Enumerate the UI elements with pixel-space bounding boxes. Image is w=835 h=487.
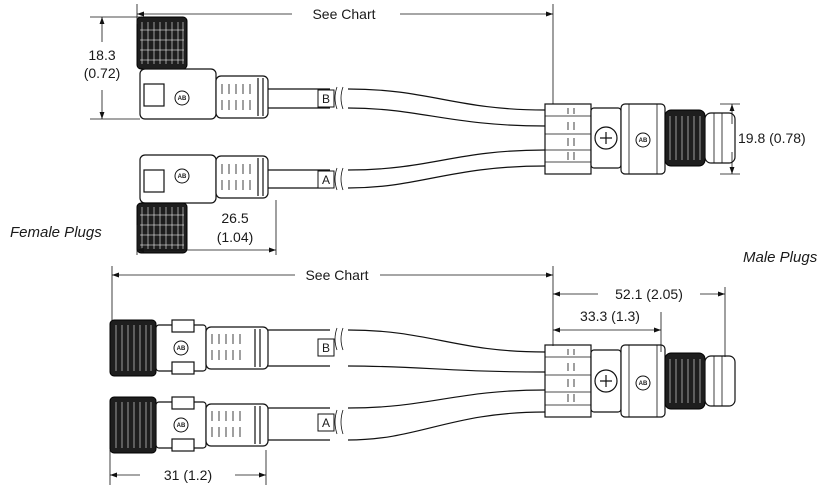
knurled-nut [109,319,157,377]
female-depth-mm-label: 26.5 [221,210,248,226]
dimension-lines [90,4,740,485]
knurled-nut [109,396,157,454]
top-cables [268,86,546,191]
logo-text: AB [639,138,648,144]
logo-text: AB [177,423,186,429]
strain-relief [215,75,269,119]
logo-text: AB [178,174,187,180]
strain-relief [215,155,269,199]
female-straight-plug-a: AB [109,396,269,454]
logo-icon [635,375,651,391]
male-pin-end [704,112,736,164]
see-chart-top-label: See Chart [312,6,375,22]
top-assembly: B A AB AB [136,16,736,254]
male-knurled-nut [664,352,706,410]
female-height-mm-label: 18.3 [88,47,115,63]
female-right-angle-plug-b: AB [136,16,269,120]
knurled-nut [136,16,188,70]
male-length-label: 52.1 (2.05) [615,286,683,302]
cable-label-box-bottom-a [317,413,335,432]
cable-label-box-top-b [317,89,335,108]
logo-icon [173,417,189,433]
male-knurled-nut [664,109,706,167]
female-plugs-caption: Female Plugs [10,224,102,241]
knurled-nut [136,202,188,254]
male-split-label: 33.3 (1.3) [580,308,640,324]
female-straight-plug-b: AB [109,319,269,377]
cable-label-bottom-b: B [322,341,330,355]
female-depth-in-label: (1.04) [217,229,254,245]
bottom-assembly: B A AB AB [109,319,736,454]
male-height-label: 19.8 (0.78) [738,130,806,146]
logo-text: AB [639,381,648,387]
cable-label-box-bottom-b [317,338,335,357]
logo-icon [173,340,189,356]
logo-icon [635,132,651,148]
male-pin-end [704,355,736,407]
female-height-in-label: (0.72) [84,65,121,81]
cable-label-bottom-a: A [322,416,330,430]
female-right-angle-plug-a: AB [136,154,269,254]
see-chart-bottom-label: See Chart [305,267,368,283]
cable-label-top-b: B [322,92,330,106]
bottom-splitter-male-plug: AB [544,344,736,418]
logo-text: AB [178,96,187,102]
strain-relief [205,403,269,447]
cable-label-box-top-a [317,170,335,189]
male-plugs-caption: Male Plugs [743,249,818,266]
strain-relief [205,326,269,370]
female-straight-length-label: 31 (1.2) [164,467,212,483]
logo-text: AB [177,346,186,352]
cable-label-top-a: A [322,173,330,187]
top-splitter-male-plug: AB [544,103,736,175]
logo-icon [174,90,190,106]
bottom-cables [268,327,546,441]
logo-icon [174,168,190,184]
